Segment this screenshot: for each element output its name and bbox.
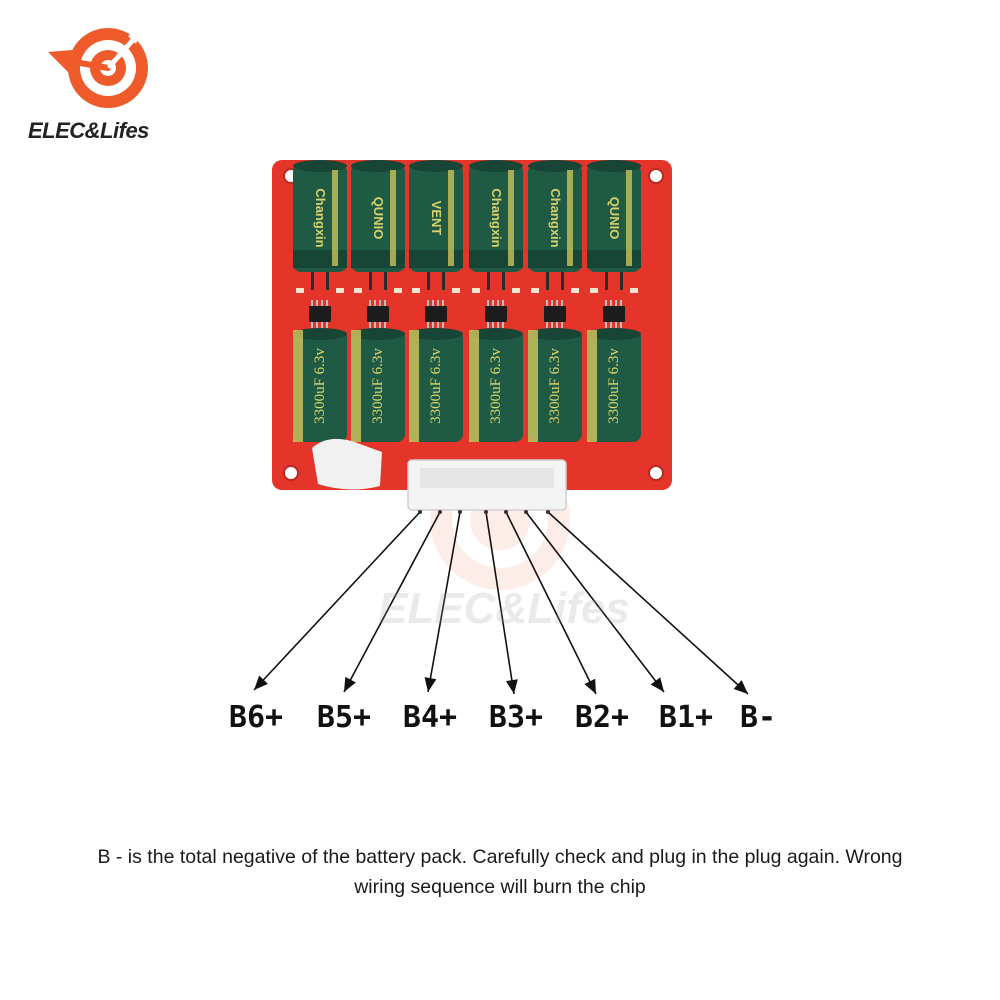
pin-label-b1-plus: B1+: [658, 700, 714, 735]
mount-hole: [283, 465, 299, 481]
top-capacitor: Changxin: [528, 160, 582, 290]
bottom-capacitor: 3300uF 6.3v: [351, 328, 405, 442]
svg-text:QUNIO: QUNIO: [371, 197, 386, 240]
bottom-capacitor: 3300uF 6.3v: [469, 328, 523, 442]
top-capacitor: Changxin: [293, 160, 347, 290]
top-capacitor: QUNIO: [587, 160, 641, 290]
svg-text:VENT: VENT: [429, 201, 444, 236]
svg-text:3300uF 6.3v: 3300uF 6.3v: [606, 348, 622, 424]
pin-label-b6-plus: B6+: [228, 700, 284, 735]
svg-text:3300uF 6.3v: 3300uF 6.3v: [428, 348, 444, 424]
pin-label-b5-plus: B5+: [316, 700, 372, 735]
svg-text:Changxin: Changxin: [313, 188, 328, 247]
svg-text:3300uF 6.3v: 3300uF 6.3v: [488, 348, 504, 424]
pin-label-b3-plus: B3+: [488, 700, 544, 735]
top-capacitor: Changxin: [469, 160, 523, 290]
svg-text:3300uF 6.3v: 3300uF 6.3v: [547, 348, 563, 424]
top-capacitor: QUNIO: [351, 160, 405, 290]
brand-logo: ELEC&Lifes: [28, 22, 168, 143]
mount-hole: [648, 465, 664, 481]
bottom-capacitor: 3300uF 6.3v: [528, 328, 582, 442]
svg-text:QUNIO: QUNIO: [607, 197, 622, 240]
balancer-chip: [472, 288, 520, 328]
bottom-capacitor: 3300uF 6.3v: [587, 328, 641, 442]
balancer-chip: [590, 288, 638, 328]
svg-text:Changxin: Changxin: [489, 188, 504, 247]
svg-text:3300uF 6.3v: 3300uF 6.3v: [312, 348, 328, 424]
bottom-capacitor: 3300uF 6.3v: [409, 328, 463, 442]
balancer-chip: [354, 288, 402, 328]
pin-arrow: [504, 510, 597, 695]
balancer-chip: [296, 288, 344, 328]
pin-arrow: [424, 510, 462, 693]
pin-label-b2-plus: B2+: [574, 700, 630, 735]
pin-arrow: [253, 510, 422, 691]
brand-watermark: ELEC&Lifes: [378, 584, 630, 633]
pin-arrow: [524, 510, 665, 693]
svg-text:Changxin: Changxin: [548, 188, 563, 247]
pin-label-b4-plus: B4+: [402, 700, 458, 735]
mount-hole: [648, 168, 664, 184]
wiring-note: B - is the total negative of the battery…: [97, 846, 903, 898]
brand-name: ELEC&Lifes: [28, 118, 149, 143]
balancer-chip: [412, 288, 460, 328]
balancer-chip: [531, 288, 579, 328]
pin-arrow: [484, 510, 518, 695]
connector-slot: [420, 468, 554, 488]
pin-arrow: [343, 510, 442, 693]
balancer-board-illustration: Changxin QUNIO VENT Changxin Changxin QUNIO 3…: [253, 160, 749, 695]
top-capacitor: VENT: [409, 160, 463, 290]
target-arrow-icon: [48, 28, 148, 108]
bottom-capacitor: 3300uF 6.3v: [293, 328, 347, 442]
white-wire-bundle: [312, 438, 382, 490]
pin-arrow: [546, 510, 749, 695]
svg-text:3300uF 6.3v: 3300uF 6.3v: [370, 348, 386, 424]
pin-label-b-minus: B-: [739, 700, 777, 735]
